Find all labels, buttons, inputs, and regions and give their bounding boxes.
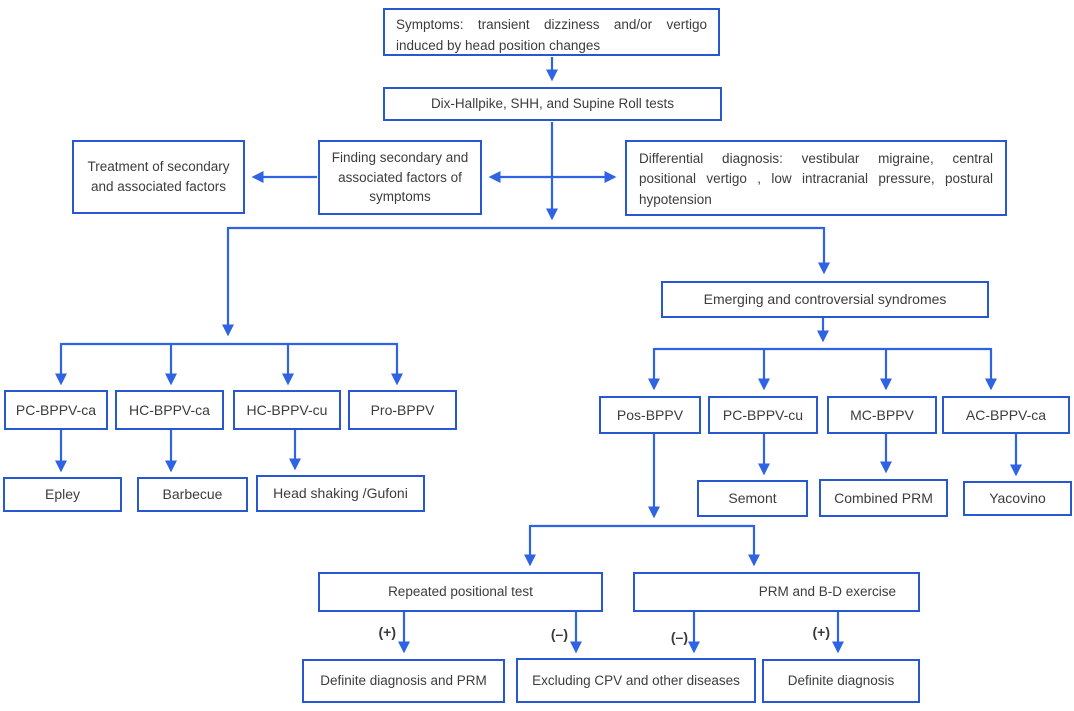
node-differential-diagnosis: Differential diagnosis: vestibular migra… [625,140,1007,216]
node-prm-bd-exercise: PRM and B-D exercise [633,572,920,612]
node-head-shaking-gufoni: Head shaking /Gufoni [256,475,425,512]
node-ac-bppv-ca: AC-BPPV-ca [942,396,1070,434]
node-hc-bppv-cu: HC-BPPV-cu [233,390,341,430]
node-combined-prm: Combined PRM [819,479,948,517]
node-positional-tests: Dix-Hallpike, SHH, and Supine Roll tests [383,87,722,121]
node-definite-diagnosis: Definite diagnosis [762,659,920,703]
node-definite-diagnosis-prm: Definite diagnosis and PRM [302,659,505,703]
node-symptoms: Symptoms: transient dizziness and/or ver… [383,8,720,56]
node-repeated-positional-test: Repeated positional test [318,572,603,612]
node-barbecue: Barbecue [137,477,248,512]
node-pc-bppv-ca: PC-BPPV-ca [4,390,108,430]
node-pos-bppv: Pos-BPPV [599,396,701,434]
label-positive-right: (+) [812,624,831,640]
node-emerging-syndromes: Emerging and controversial syndromes [661,281,989,318]
node-hc-bppv-ca: HC-BPPV-ca [115,390,224,430]
label-positive-left: (+) [378,624,397,640]
node-pro-bppv: Pro-BPPV [348,390,457,430]
node-yacovino: Yacovino [963,481,1072,516]
node-finding-secondary: Finding secondary and associated factors… [318,140,482,215]
node-mc-bppv: MC-BPPV [827,396,937,434]
node-pc-bppv-cu: PC-BPPV-cu [708,396,818,434]
node-treatment-secondary: Treatment of secondary and associated fa… [72,140,245,214]
node-excluding-cpv: Excluding CPV and other diseases [516,658,756,703]
node-semont: Semont [697,480,808,517]
label-negative-left: (–) [550,626,568,642]
label-negative-right: (–) [670,629,688,645]
node-epley: Epley [3,477,122,512]
